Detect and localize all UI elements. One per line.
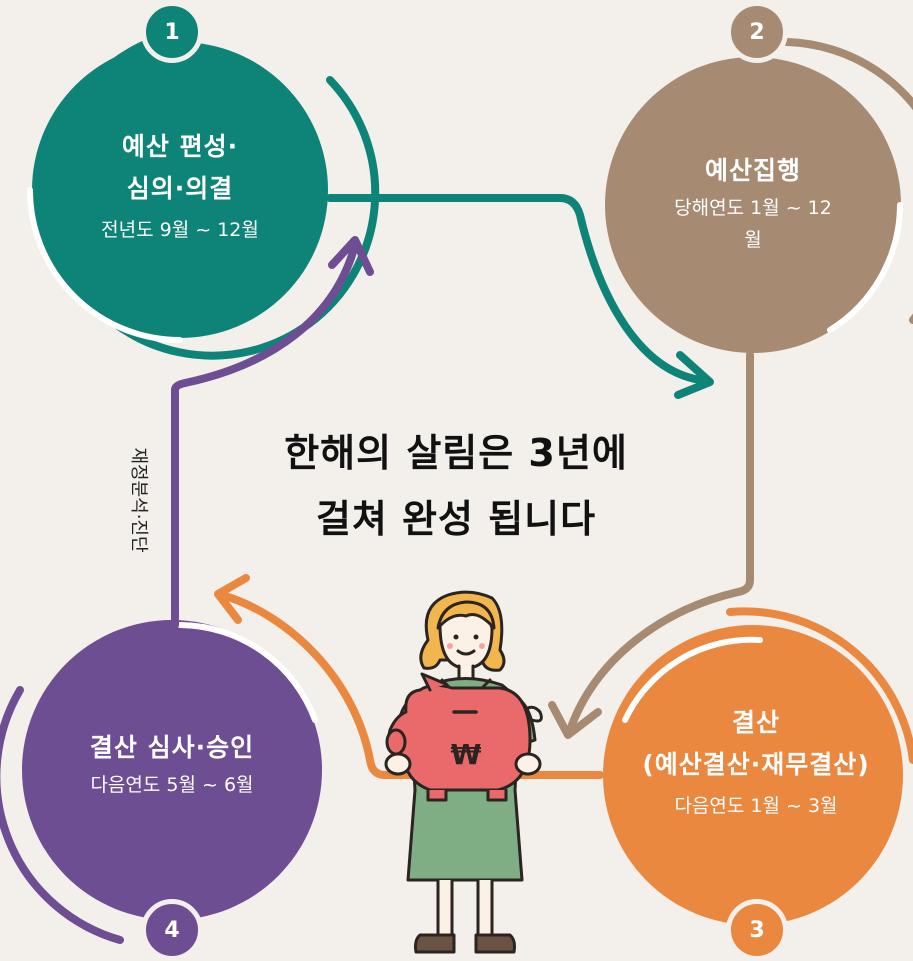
stage-2-title: 예산집행 bbox=[704, 156, 801, 185]
girl-with-piggy-bank-illustration bbox=[384, 590, 543, 954]
side-label-financial-analysis: 재정분석·진단 bbox=[128, 447, 149, 553]
stage-4-period: 다음연도 5월 ~ 6월 bbox=[90, 774, 254, 796]
stage-1-title-line-1: 예산 편성· bbox=[121, 132, 239, 161]
stage-1-number-badge: 1 bbox=[141, 1, 203, 63]
stage-4-circle bbox=[0, 620, 322, 944]
stage-3-title-line-1: 결산 bbox=[731, 708, 781, 737]
stage-2-circle bbox=[605, 38, 913, 353]
stage-4-title: 결산 심사·승인 bbox=[89, 733, 255, 762]
stage-1-period: 전년도 9월 ~ 12월 bbox=[101, 219, 259, 241]
stage-3-number-badge: 3 bbox=[726, 899, 788, 961]
piggy-won-symbol: ₩ bbox=[451, 738, 482, 771]
center-headline: 한해의 살림은 3년에 걸쳐 완성 됩니다 bbox=[284, 420, 628, 552]
stage-4-text: 결산 심사·승인 다음연도 5월 ~ 6월 bbox=[90, 727, 254, 801]
arrow-1-to-2 bbox=[326, 194, 714, 399]
stage-3-circle bbox=[603, 607, 913, 925]
stage-2-period: 당해연도 1월 ~ 12월 bbox=[674, 197, 832, 251]
center-headline-line-1: 한해의 살림은 3년에 bbox=[284, 431, 628, 475]
stage-3-title-line-2: (예산결산·재무결산) bbox=[642, 750, 870, 779]
stage-3-text: 결산 (예산결산·재무결산) 다음연도 1월 ~ 3월 bbox=[642, 702, 869, 822]
center-headline-line-2: 걸쳐 완성 됩니다 bbox=[315, 497, 597, 541]
stage-2-number-badge: 2 bbox=[726, 1, 788, 63]
stage-1-title-line-2: 심의·의결 bbox=[126, 174, 234, 203]
stage-3-period: 다음연도 1월 ~ 3월 bbox=[674, 795, 838, 817]
arrow-2-to-3 bbox=[548, 351, 754, 739]
arrow-4-to-1 bbox=[171, 236, 374, 629]
stage-1-text: 예산 편성· 심의·의결 전년도 9월 ~ 12월 bbox=[101, 126, 259, 246]
stage-2-text: 예산집행 당해연도 1월 ~ 12월 bbox=[673, 150, 833, 256]
stage-4-number-badge: 4 bbox=[141, 899, 203, 961]
arrow-3-to-4 bbox=[214, 574, 604, 779]
